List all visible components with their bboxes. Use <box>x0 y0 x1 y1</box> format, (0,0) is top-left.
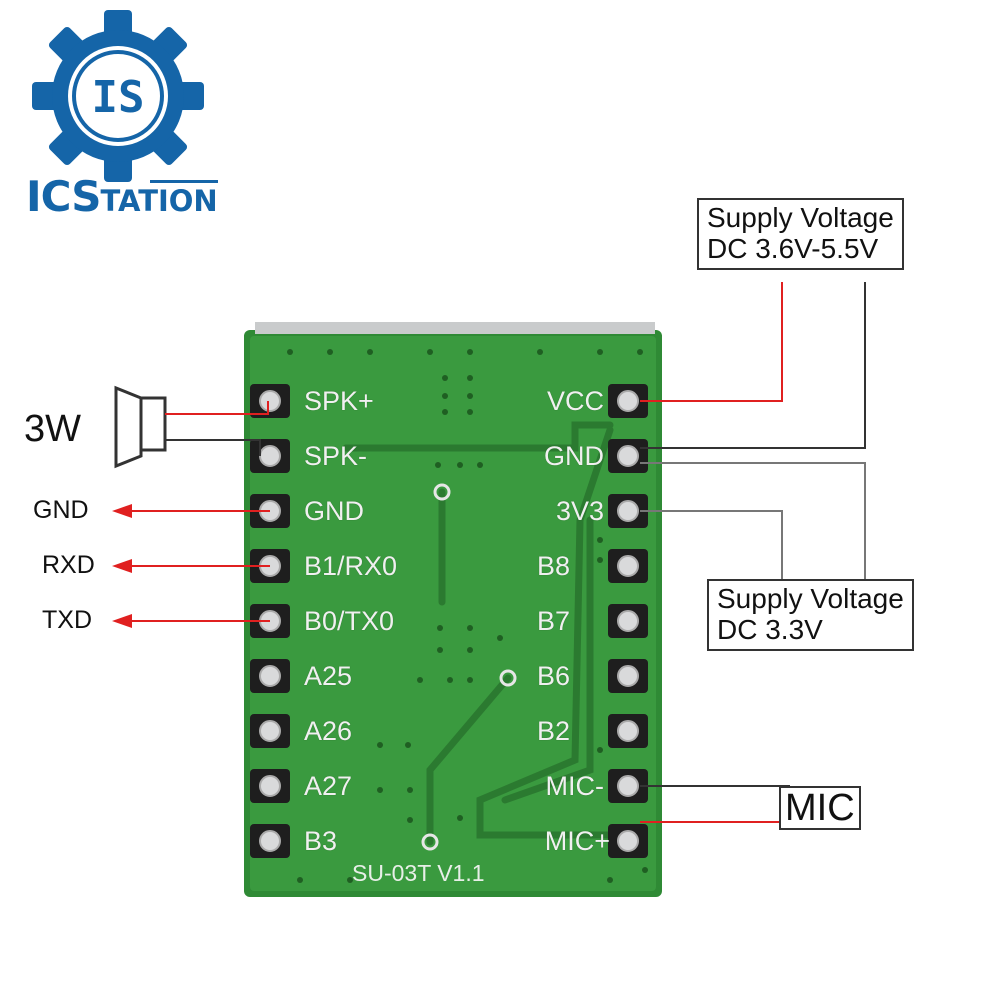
pin-label-b7: B7 <box>536 606 570 636</box>
signal-label-rxd: RXD <box>42 551 95 579</box>
speaker-icon <box>114 385 167 469</box>
logo-wordmark-big: ICS <box>26 172 101 221</box>
signal-label-txd: TXD <box>42 606 92 634</box>
gear-icon <box>32 10 204 182</box>
pin-label-spk-plus: SPK+ <box>304 386 374 416</box>
left-pads <box>250 384 290 858</box>
logo-wordmark: ICSTATION <box>26 176 218 218</box>
pin-label-mic-plus: MIC+ <box>544 826 610 856</box>
mic-label: MIC <box>779 786 861 830</box>
pcb-board <box>244 322 662 897</box>
pin-label-a26: A26 <box>304 716 353 746</box>
pin-label-3v3: 3V3 <box>555 496 604 526</box>
pin-label-b0-tx0: B0/TX0 <box>304 606 395 636</box>
pin-label-gnd-left: GND <box>304 496 364 526</box>
signal-label-gnd: GND <box>33 496 89 524</box>
pin-label-mic-minus: MIC- <box>545 771 604 801</box>
supply-high-line1: Supply Voltage <box>707 202 894 233</box>
supply-low-callout: Supply Voltage DC 3.3V <box>707 579 914 651</box>
supply-low-line2: DC 3.3V <box>717 614 823 645</box>
wires <box>165 282 866 823</box>
pin-label-b1-rx0: B1/RX0 <box>304 551 398 581</box>
pin-label-b2: B2 <box>536 716 570 746</box>
pin-label-spk-minus: SPK- <box>304 441 368 471</box>
supply-low-line1: Supply Voltage <box>717 583 904 614</box>
supply-high-line2: DC 3.6V-5.5V <box>707 233 879 264</box>
pin-label-vcc: VCC <box>546 386 604 416</box>
logo-wordmark-small: TATION <box>100 184 218 218</box>
pin-label-a25: A25 <box>304 661 353 691</box>
logo-underline <box>150 180 218 183</box>
speaker-power: 3W <box>24 408 81 450</box>
board-model: SU-03T V1.1 <box>352 860 485 886</box>
pin-label-b8: B8 <box>536 551 570 581</box>
right-pads <box>608 384 648 858</box>
pin-label-a27: A27 <box>304 771 353 801</box>
signal-arrows <box>112 504 270 628</box>
pin-label-b6: B6 <box>536 661 570 691</box>
logo-monogram: IS <box>92 72 145 123</box>
pin-label-gnd-right: GND <box>544 441 604 471</box>
supply-high-callout: Supply Voltage DC 3.6V-5.5V <box>697 198 904 270</box>
pin-label-b3: B3 <box>304 826 338 856</box>
